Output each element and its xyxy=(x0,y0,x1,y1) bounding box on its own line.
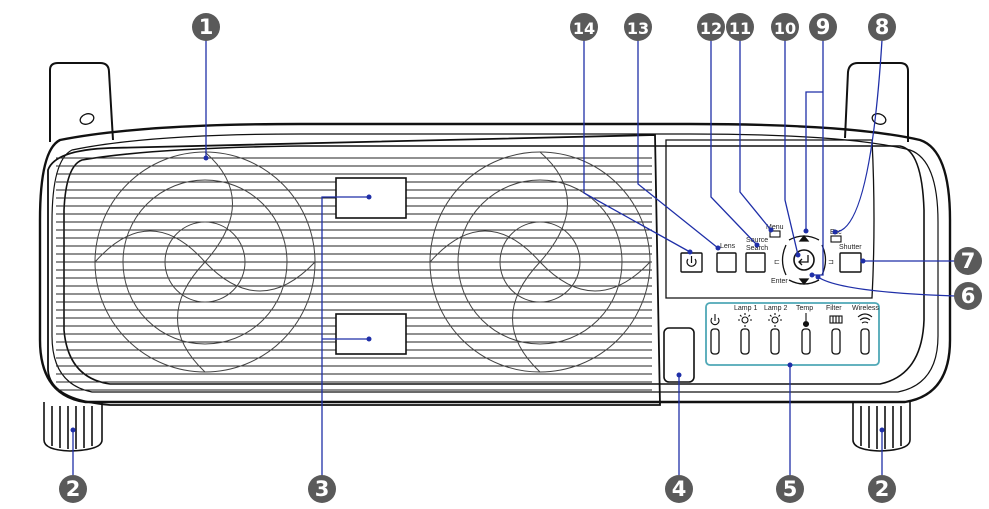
lamp2-label: Lamp 2 xyxy=(764,305,787,312)
thermometer-icon xyxy=(802,313,810,328)
filter-label: Filter xyxy=(826,305,842,312)
svg-text:14: 14 xyxy=(573,19,595,38)
lamp2-indicator xyxy=(770,328,780,355)
shutter-button-label: Shutter xyxy=(839,244,862,251)
keystone-right-icon: ⊐ xyxy=(828,259,834,266)
menu-button-label: Menu xyxy=(766,224,784,231)
callout-9: 9 xyxy=(809,13,837,41)
leader-dots xyxy=(70,155,885,433)
svg-text:4: 4 xyxy=(672,477,687,501)
callout-11: 11 xyxy=(726,13,754,41)
power-icon xyxy=(686,256,697,267)
source-search-label-line2: Search xyxy=(746,245,768,252)
callout-14: 14 xyxy=(570,13,598,41)
temp-label: Temp xyxy=(796,305,813,312)
left-foot xyxy=(43,402,103,452)
lamp1-indicator xyxy=(740,328,750,355)
leader-lines xyxy=(72,39,956,478)
svg-text:3: 3 xyxy=(315,477,330,501)
enter-icon xyxy=(798,255,809,266)
keystone-left-icon: ⊏ xyxy=(774,259,780,266)
right-foot xyxy=(852,402,911,452)
fans xyxy=(94,151,651,373)
control-panel-frame xyxy=(665,139,875,299)
callout-7: 7 xyxy=(954,247,982,275)
callout-12: 12 xyxy=(697,13,725,41)
lamp1-label: Lamp 1 xyxy=(734,305,757,312)
power-indicator xyxy=(710,328,720,355)
enter-label: Enter xyxy=(771,278,788,285)
power-status-icon xyxy=(710,314,720,326)
grille-frame xyxy=(47,134,661,406)
left-handle xyxy=(49,62,114,142)
projector-body xyxy=(38,62,952,452)
shutter-button[interactable] xyxy=(839,252,862,273)
callout-13: 13 xyxy=(624,13,652,41)
svg-text:7: 7 xyxy=(961,249,976,273)
wireless-icon xyxy=(857,313,873,324)
svg-text:12: 12 xyxy=(700,19,722,38)
right-handle xyxy=(844,62,909,142)
svg-text:5: 5 xyxy=(783,477,798,501)
callout-2-right: 2 xyxy=(868,475,896,503)
filter-icon xyxy=(829,315,843,324)
callout-3: 3 xyxy=(308,475,336,503)
lamp2-icon xyxy=(768,313,782,327)
filter-indicator xyxy=(831,328,841,355)
svg-text:11: 11 xyxy=(729,19,751,38)
callout-5: 5 xyxy=(776,475,804,503)
inner-shell xyxy=(51,133,939,393)
svg-text:6: 6 xyxy=(961,284,976,308)
menu-button[interactable] xyxy=(769,230,781,238)
svg-text:1: 1 xyxy=(199,15,214,39)
label-plate-lower xyxy=(335,313,407,355)
svg-text:9: 9 xyxy=(816,15,831,39)
svg-text:2: 2 xyxy=(66,477,81,501)
svg-text:13: 13 xyxy=(627,19,649,38)
callout-10: 10 xyxy=(771,13,799,41)
esc-button[interactable] xyxy=(830,235,842,243)
lamp1-icon xyxy=(738,313,752,327)
source-search-button[interactable] xyxy=(745,252,766,273)
indicator-panel: Lamp 1 Lamp 2 Temp Filter Wireless xyxy=(705,302,880,366)
right-fan xyxy=(429,151,651,373)
lens-button[interactable] xyxy=(716,252,737,273)
wireless-label: Wireless xyxy=(852,305,879,312)
outer-shell xyxy=(38,122,952,404)
source-search-label-line1: Source xyxy=(746,237,768,244)
svg-text:8: 8 xyxy=(875,15,890,39)
lens-button-label: Lens xyxy=(720,243,736,250)
direction-pad[interactable] xyxy=(781,234,827,286)
svg-text:2: 2 xyxy=(875,477,890,501)
indicator-frame xyxy=(705,302,880,366)
svg-text:10: 10 xyxy=(774,19,796,38)
callout-6: 6 xyxy=(954,282,982,310)
callout-8: 8 xyxy=(868,13,896,41)
callout-4: 4 xyxy=(665,475,693,503)
callout-1: 1 xyxy=(192,13,220,41)
callout-2-left: 2 xyxy=(59,475,87,503)
temp-indicator xyxy=(801,328,811,355)
wireless-indicator xyxy=(860,328,870,355)
front-face xyxy=(63,145,925,385)
callouts: 1 14 13 12 11 10 9 8 7 6 2 3 4 5 2 xyxy=(59,13,982,503)
left-fan xyxy=(94,151,316,373)
